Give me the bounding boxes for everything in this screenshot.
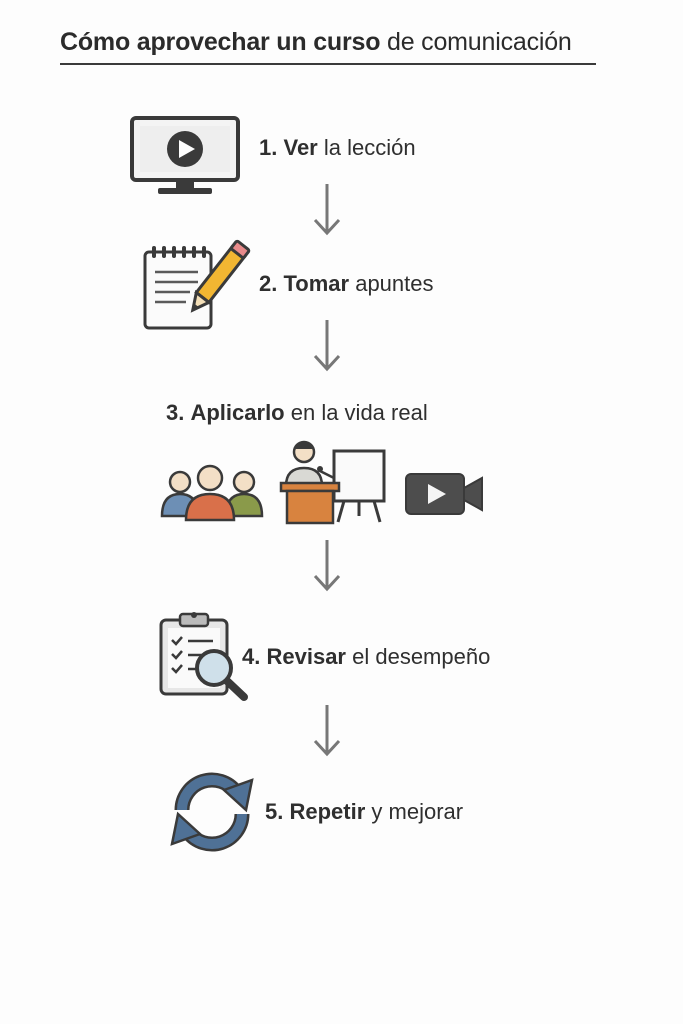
title-underline	[60, 63, 596, 65]
arrow-down-icon	[312, 703, 342, 759]
monitor-play-icon	[130, 116, 240, 196]
arrow-down-icon	[312, 318, 342, 374]
step-1-label: 1. Ver la lección	[259, 135, 416, 160]
step-5-label: 5. Repetir y mejorar	[265, 799, 464, 824]
page-title: Cómo aprovechar un curso de comunicación	[60, 28, 572, 56]
notepad-pencil-icon	[140, 239, 251, 332]
presenter-podium-icon	[278, 438, 390, 526]
step-4-label: 4. Revisar el desempeño	[242, 644, 491, 669]
video-camera-icon	[404, 470, 484, 518]
arrow-down-icon	[312, 182, 342, 238]
audience-icon	[160, 462, 264, 522]
checklist-magnifier-icon	[158, 610, 250, 702]
step-2-label: 2. Tomar apuntes	[259, 271, 434, 296]
refresh-cycle-icon	[166, 770, 258, 854]
arrow-down-icon	[312, 538, 342, 594]
step-3-label: 3. Aplicarlo en la vida real	[166, 400, 428, 425]
